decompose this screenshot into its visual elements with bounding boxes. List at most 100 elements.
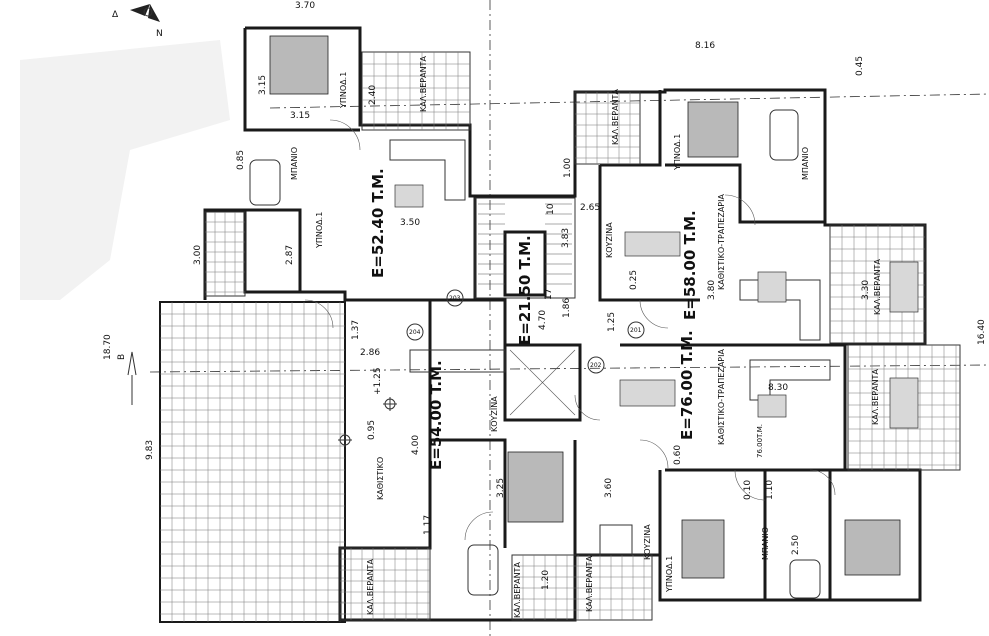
svg-text:1.10: 1.10 (765, 480, 775, 500)
room-kathistiko: ΚΑΘΙΣΤΙΚΟ (376, 457, 385, 500)
svg-text:2.50: 2.50 (791, 535, 801, 555)
svg-text:1.20: 1.20 (541, 570, 551, 590)
svg-text:0.10: 0.10 (743, 480, 753, 500)
svg-text:202: 202 (590, 362, 602, 369)
area-label-58: E=58.00 T.M. (681, 210, 699, 320)
room-mpanio-2: ΜΠΑΝΙΟ (801, 147, 810, 180)
coffee-table-2 (757, 271, 787, 303)
svg-text:2.87: 2.87 (285, 245, 295, 265)
room-kouzina-2: ΚΟΥΖΙΝΑ (490, 396, 499, 432)
dining-table-1 (624, 231, 681, 257)
staircase (474, 197, 576, 299)
dim-right-045: 0.45 (855, 56, 865, 76)
svg-text:1.86: 1.86 (562, 298, 572, 318)
room-ypnodio-3: ΥΠΝΟΔ.1 (673, 134, 682, 171)
room-kouzina-1: ΚΟΥΖΙΝΑ (605, 222, 614, 258)
area-label-54: E=54.00 T.M. (427, 360, 445, 470)
veranda-bottom-mid (511, 554, 653, 621)
section-marker-b: B (117, 351, 137, 405)
room-dimensions: 3.15 3.15 2.40 0.85 2.87 3.50 3.00 2.65 … (193, 75, 871, 590)
veranda-table-1 (889, 261, 919, 313)
svg-text:3.15: 3.15 (290, 111, 310, 121)
area-label-21: E=21.50 T.M. (516, 235, 534, 345)
veranda-table-2 (889, 377, 919, 429)
elevator-shaft (509, 349, 576, 416)
svg-text:1.00: 1.00 (563, 158, 573, 178)
veranda-top-left (361, 51, 471, 131)
bathtub-4 (789, 559, 821, 599)
svg-text:+1.25: +1.25 (373, 367, 383, 395)
door-swings (304, 119, 836, 541)
svg-text:3.50: 3.50 (400, 218, 420, 228)
svg-text:3.83: 3.83 (561, 228, 571, 248)
svg-text:0.60: 0.60 (673, 445, 683, 465)
room-veranda-4: ΚΑΛ.ΒΕΡΑΝΤΑ (871, 369, 880, 425)
svg-text:4.00: 4.00 (411, 435, 421, 455)
veranda-right (829, 224, 926, 344)
bathtub-2 (467, 544, 499, 596)
svg-text:2.65: 2.65 (580, 203, 600, 213)
room-veranda-7: ΚΑΛ.ΒΕΡΑΝΤΑ (585, 556, 594, 612)
room-mpanio-1: ΜΠΑΝΙΟ (290, 147, 299, 180)
svg-text:204: 204 (409, 329, 421, 336)
svg-text:1.37: 1.37 (351, 320, 361, 340)
kitchen-counter-1 (389, 139, 466, 201)
room-ypnodio-1: ΥΠΝΟΔ.1 (339, 72, 348, 109)
level-marker-1 (383, 397, 397, 411)
room-kathistiko-trap-1: ΚΑΘΙΣΤΙΚΟ-ΤΡΑΠΕΖΑΡΙΑ (717, 194, 726, 290)
dim-left-vertical: 18.70 (103, 334, 113, 360)
svg-text:0.25: 0.25 (629, 270, 639, 290)
bed-4 (681, 519, 725, 579)
room-veranda-6: ΚΑΛ.ΒΕΡΑΝΤΑ (513, 562, 522, 618)
area-label-76: E=76.00 T.M. (678, 330, 696, 440)
marker-201: 201 (627, 321, 645, 339)
kitchen-counter-2 (739, 279, 821, 341)
kitchen-counter-4 (409, 349, 506, 373)
kitchen-counter-3 (749, 359, 831, 401)
svg-text:17: 17 (544, 289, 554, 300)
svg-text:8.30: 8.30 (768, 383, 788, 393)
bed-2 (687, 101, 739, 158)
large-veranda-grid (159, 301, 346, 623)
svg-text:B: B (117, 354, 127, 360)
room-ypnodio-2: ΥΠΝΟΔ.1 (315, 212, 324, 249)
room-kathistiko-trap-2: ΚΑΘΙΣΤΙΚΟ-ΤΡΑΠΕΖΑΡΙΑ (717, 349, 726, 445)
svg-text:10: 10 (546, 203, 556, 215)
marker-203: 203 (446, 289, 464, 307)
bathtub-3 (769, 109, 799, 161)
scan-shadow (20, 40, 230, 300)
dining-table-2 (619, 379, 676, 407)
veranda-akal (204, 211, 246, 297)
marker-204: 204 (406, 323, 424, 341)
coffee-table-1 (394, 184, 424, 208)
svg-text:3.15: 3.15 (258, 75, 268, 95)
svg-text:3.80: 3.80 (707, 280, 717, 300)
kitchen-counter-5 (599, 524, 633, 556)
svg-text:0.95: 0.95 (367, 420, 377, 440)
room-veranda-2: ΚΑΛ.ΒΕΡΑΝΤΑ (611, 89, 620, 145)
svg-text:3.00: 3.00 (193, 245, 203, 265)
svg-text:1.17: 1.17 (423, 515, 433, 535)
svg-text:3.30: 3.30 (861, 280, 871, 300)
veranda-bottom-left (339, 547, 431, 621)
room-veranda-3: ΚΑΛ.ΒΕΡΑΝΤΑ (873, 259, 882, 315)
compass-n: N (156, 29, 163, 39)
room-mpanio-3: ΜΠΑΝΙΟ (761, 527, 770, 560)
svg-text:2.40: 2.40 (368, 85, 378, 105)
svg-text:0.85: 0.85 (236, 150, 246, 170)
svg-text:3.25: 3.25 (496, 478, 506, 498)
svg-text:201: 201 (630, 327, 642, 334)
dim-top: 3.70 (295, 1, 315, 11)
svg-text:3.60: 3.60 (604, 478, 614, 498)
svg-text:203: 203 (449, 295, 461, 302)
compass-icon: Δ N (112, 4, 163, 39)
bed-3 (507, 451, 564, 523)
dim-left-lower: 9.83 (145, 440, 155, 460)
svg-text:2.86: 2.86 (360, 348, 380, 358)
bed-5 (844, 519, 901, 576)
room-ypnodio-4: ΥΠΝΟΔ.1 (665, 556, 674, 593)
room-kouzina-3: ΚΟΥΖΙΝΑ (643, 524, 652, 560)
svg-text:76.00T.M.: 76.00T.M. (756, 424, 764, 458)
area-label-52: E=52.40 T.M. (369, 168, 387, 278)
